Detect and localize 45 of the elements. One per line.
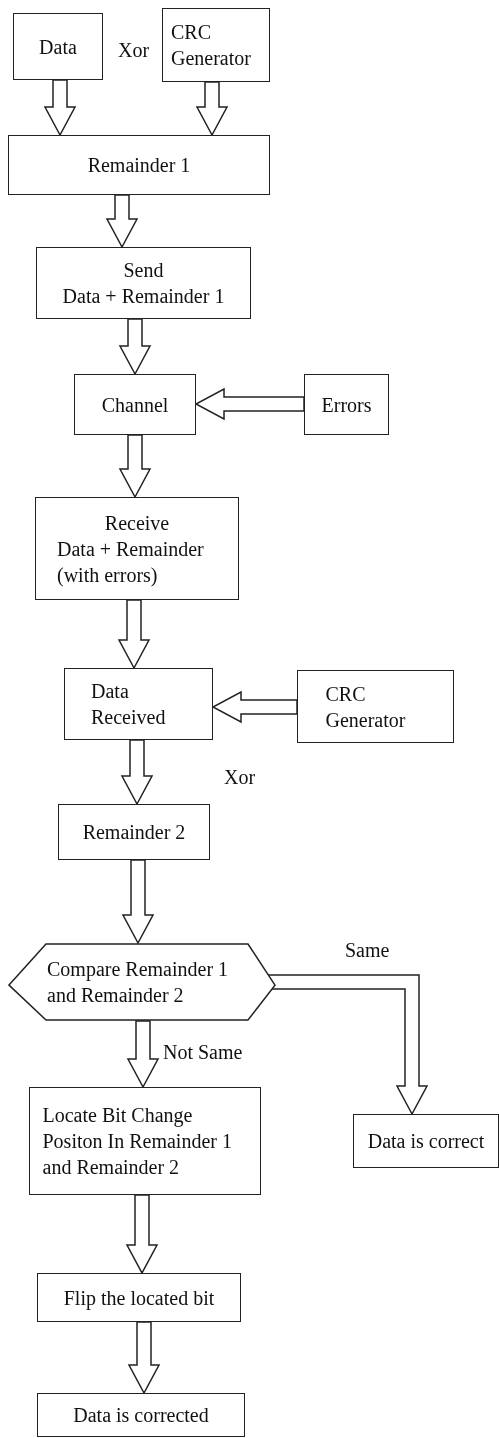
node-text: Data + Remainder 1 [62, 284, 225, 309]
process-box [8, 135, 270, 195]
block-arrow [211, 690, 298, 724]
node-text: Send [123, 258, 164, 283]
node-text: Data [39, 34, 77, 60]
process-box [35, 497, 239, 600]
block-arrow [120, 739, 154, 806]
process-box [304, 374, 389, 435]
node-text: CRC Generator [325, 681, 407, 733]
process-box [353, 1114, 499, 1168]
node-text: Locate Bit Change Positon In Remainder 1 and Remainder 2 [42, 1103, 233, 1180]
process-box [58, 804, 210, 860]
node-text: Data is corrected [73, 1403, 209, 1428]
node-text: Channel [101, 392, 169, 418]
node-text: Receive [104, 510, 170, 536]
process-box [74, 374, 196, 435]
block-arrow [118, 318, 152, 376]
node-text: Remainder 2 [82, 820, 186, 845]
block-arrow [195, 81, 229, 137]
block-arrow [125, 1194, 159, 1275]
node-text: Flip the located bit [63, 1285, 215, 1311]
decision-hexagon [8, 943, 276, 1021]
process-box [37, 1273, 241, 1322]
block-arrow [118, 434, 152, 499]
block-arrow [117, 599, 151, 670]
block-arrow [105, 194, 139, 249]
node-text: Compare Remainder 1 and Remainder 2 [47, 957, 230, 1008]
node-text: Remainder 1 [87, 153, 191, 178]
node-text: Data Received [91, 679, 167, 730]
process-box [162, 8, 270, 82]
block-arrow [126, 1020, 160, 1089]
block-arrow [127, 1321, 161, 1395]
process-box [13, 13, 103, 80]
process-box [297, 670, 454, 743]
process-box [37, 1393, 245, 1437]
block-arrow [121, 859, 155, 945]
node-text: Data is correct [367, 1129, 485, 1154]
node-text: Errors [321, 392, 372, 418]
node-text: CRC Generator [171, 20, 252, 71]
process-box [64, 668, 213, 740]
process-box [29, 1087, 261, 1195]
block-arrow [43, 79, 77, 137]
block-arrow [194, 387, 305, 421]
process-box [36, 247, 251, 319]
node-text: Data + Remainder (with errors) [57, 536, 205, 588]
